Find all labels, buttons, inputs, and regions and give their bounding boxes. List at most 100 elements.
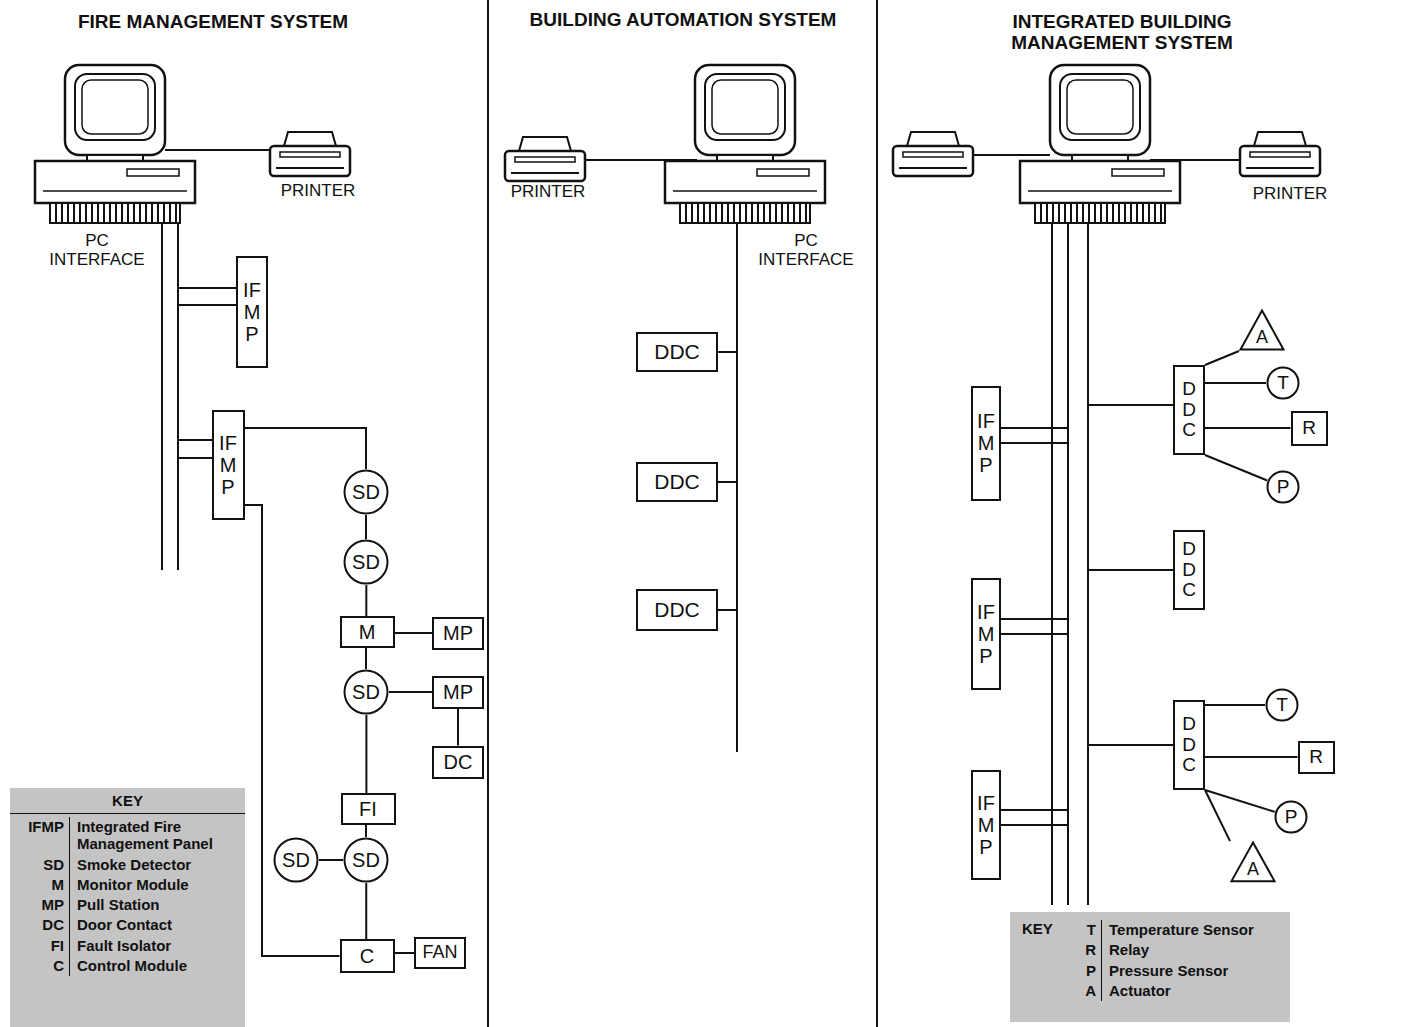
system-box: IFMP (236, 256, 268, 368)
system-box: IFMP (971, 578, 1001, 690)
node-label: SD (352, 551, 380, 573)
computer-icon (35, 65, 195, 223)
key-description: Fault Isolator (70, 936, 171, 956)
wire-line (487, 0, 489, 1027)
node-label: MP (443, 681, 473, 703)
circle-outline (345, 671, 388, 714)
device-label: PRINTER (493, 183, 603, 202)
wire-line (165, 149, 272, 151)
key-description: Control Module (70, 956, 187, 976)
node-label: T (1277, 373, 1289, 394)
connector-line (1205, 351, 1239, 365)
system-box: IFMP (971, 386, 1001, 501)
circle-outline (275, 839, 318, 882)
divider-lines (488, 0, 877, 1027)
system-box: DDC (1173, 365, 1205, 455)
key-description: Door Contact (70, 915, 172, 935)
wire-line (736, 223, 738, 752)
node-label: SD (282, 849, 310, 871)
printer-icon (505, 137, 585, 181)
printer-icon (1240, 132, 1320, 176)
system-box: MP (432, 676, 484, 709)
connector-line (365, 715, 367, 793)
node-label: A (1256, 328, 1268, 348)
device-circle: SD (343, 837, 389, 883)
circle-outline (345, 541, 388, 584)
node-label: IFMP (242, 279, 262, 345)
device-label: PC INTERFACE (756, 232, 856, 269)
wire-line (876, 0, 878, 1027)
key-row: PPressure Sensor (1072, 961, 1284, 981)
system-box: R (1298, 741, 1335, 774)
connector-line (1205, 790, 1275, 812)
circle-outline (345, 839, 388, 882)
device-circle: T (1265, 688, 1299, 722)
key-row: MMonitor Module (10, 875, 245, 895)
node-label: P (1285, 807, 1298, 828)
key-abbreviation: FI (10, 936, 70, 956)
wire-line (973, 154, 1050, 156)
triangle-outline (1232, 843, 1275, 882)
device-label: PC INTERFACE (47, 232, 147, 269)
connector-line (365, 648, 367, 669)
device-circle: T (1266, 366, 1300, 400)
node-label: R (1302, 418, 1316, 439)
key-abbreviation: MP (10, 895, 70, 915)
connector-line (1205, 382, 1266, 384)
computer-icon (1020, 65, 1180, 223)
key-row: SDSmoke Detector (10, 855, 245, 875)
key-panel: KEYIFMPIntegrated Fire Management PanelS… (10, 788, 245, 1027)
node-label: SD (352, 681, 380, 703)
bus-wires (162, 150, 1240, 905)
node-label: DDC (654, 340, 700, 363)
node-label: P (1277, 477, 1290, 498)
system-box: IFMP (971, 770, 1001, 880)
key-row: RRelay (1072, 940, 1284, 960)
device-circle: SD (343, 469, 389, 515)
system-box: FI (341, 793, 396, 825)
key-abbreviation: A (1072, 981, 1102, 1001)
system-box: DDC (1173, 700, 1205, 790)
key-description: Temperature Sensor (1102, 920, 1254, 940)
connector-line (1205, 756, 1298, 758)
system-box: MP (432, 617, 484, 650)
system-box: FAN (414, 937, 466, 969)
node-label: T (1276, 695, 1288, 716)
system-box: R (1291, 411, 1328, 446)
wire-line (990, 824, 1068, 826)
key-abbreviation: P (1072, 961, 1102, 981)
actuator-triangle: A (1230, 841, 1276, 883)
triangle-outline (1241, 311, 1284, 350)
node-label: A (1247, 860, 1259, 880)
system-box: DDC (636, 462, 718, 502)
key-abbreviation: T (1072, 920, 1102, 940)
system-box: C (340, 939, 395, 973)
wire-line (990, 427, 1068, 429)
key-abbreviation: IFMP (10, 817, 70, 855)
connector-line (457, 709, 459, 746)
node-label: DC (444, 751, 473, 773)
wire-line (1088, 744, 1185, 746)
node-label: DDC (1180, 379, 1199, 442)
connector-line (1205, 790, 1230, 841)
wire-line (990, 442, 1068, 444)
node-label: DDC (1180, 539, 1199, 602)
key-abbreviation: M (10, 875, 70, 895)
connector-line (1205, 455, 1267, 481)
device-circle: P (1266, 470, 1300, 504)
key-row: CControl Module (10, 956, 245, 976)
connector-line (365, 825, 367, 837)
node-label: DDC (1180, 714, 1199, 777)
key-row: FIFault Isolator (10, 936, 245, 956)
node-label: R (1309, 747, 1323, 768)
key-description: Relay (1102, 940, 1149, 960)
connector-line (245, 428, 367, 469)
computer-icon (665, 65, 825, 223)
node-label: C (360, 945, 374, 967)
connector-line (245, 505, 340, 956)
connector-line (395, 952, 415, 954)
device-circle: SD (343, 539, 389, 585)
node-label: IFMP (976, 601, 996, 667)
key-description: Pull Station (70, 895, 160, 915)
connector-line (365, 515, 367, 539)
